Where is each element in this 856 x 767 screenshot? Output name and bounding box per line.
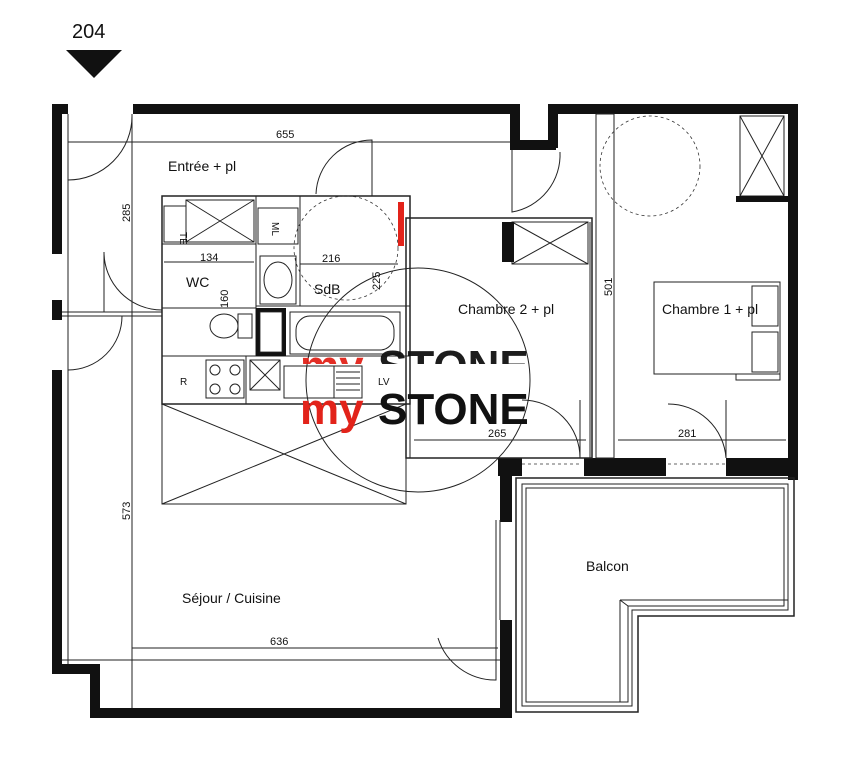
watermark-stone: STONE [378, 385, 529, 434]
exterior-walls [52, 104, 798, 718]
label-r: R [180, 377, 187, 388]
room-label-entree: Entrée + pl [168, 158, 236, 174]
sdb-radiator [398, 202, 404, 246]
dimension-lines [68, 141, 786, 660]
dim-entree-height: 285 [121, 204, 133, 222]
label-ml: ML [269, 222, 280, 236]
fixtures [163, 115, 781, 493]
dim-wc-height: 160 [219, 290, 231, 308]
label-lv: LV [378, 377, 390, 388]
dim-top-width: 655 [276, 129, 294, 141]
balcony [515, 477, 795, 713]
dim-sdb-width: 216 [322, 253, 340, 265]
dim-chambre2-width: 265 [488, 428, 506, 440]
interior-partitions [62, 113, 788, 708]
dim-sejour-width: 636 [270, 636, 288, 648]
watermark-my: my [300, 385, 364, 434]
dim-wc-width: 134 [200, 252, 218, 264]
room-label-chambre1: Chambre 1 + pl [662, 301, 758, 317]
turning-circle-sdb [293, 195, 399, 301]
room-label-sdb: SdB [314, 281, 340, 297]
room-label-sejour: Séjour / Cuisine [182, 590, 281, 606]
dim-chambre1-width: 281 [678, 428, 696, 440]
dim-sdb-height: 225 [371, 272, 383, 290]
watermark-my-faded: my [300, 342, 364, 391]
room-label-chambre2: Chambre 2 + pl [458, 301, 554, 317]
turning-circle-chambre1 [599, 115, 701, 217]
mystone-watermark: my STONE my STONE [300, 342, 529, 434]
label-te: TE [177, 232, 188, 245]
dim-chambre-height: 501 [603, 278, 615, 296]
lot-number: 204 [72, 21, 105, 43]
room-label-balcon: Balcon [586, 558, 629, 574]
dim-sejour-height: 573 [121, 502, 133, 520]
lot-marker-arrow [66, 50, 122, 78]
room-label-wc: WC [186, 274, 209, 290]
watermark-stone-faded: STONE [378, 342, 529, 391]
doors [67, 114, 727, 681]
